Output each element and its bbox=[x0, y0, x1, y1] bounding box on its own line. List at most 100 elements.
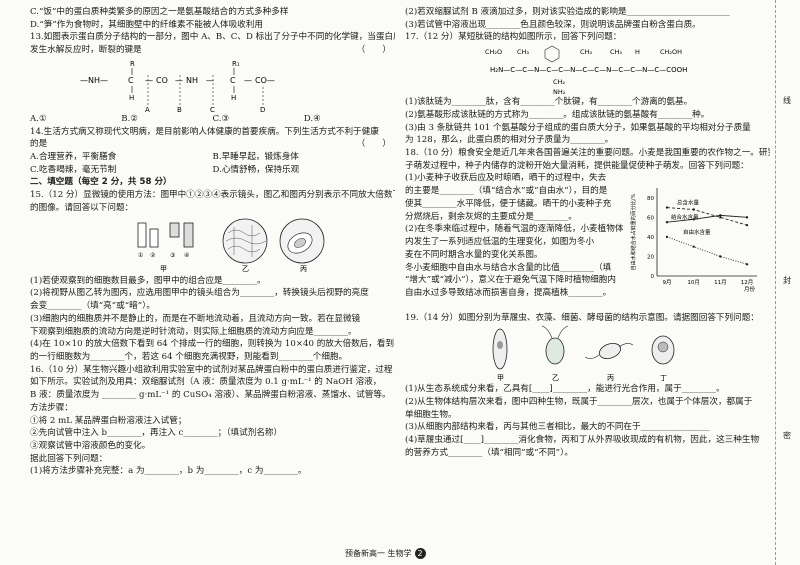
q18-sub1c: 使其________水平降低，便于储藏。晒干的小麦种子充 bbox=[405, 198, 612, 209]
lens-3-label: ③ bbox=[170, 252, 175, 259]
q15-sub2: (2)将视野从图乙转为图丙，应选用图甲中的镜头组合为________，转换镜头后… bbox=[30, 288, 369, 299]
q15-sub3b: 下观察到细胞质的流动方向是逆时针流动，则实际上细胞质的流动方向应是_______… bbox=[30, 326, 357, 337]
q13-options: A.① B.② C.③ D.④ bbox=[30, 113, 395, 126]
margin-char-2: 封 bbox=[783, 276, 791, 285]
microorganism-figure-svg: 甲 乙 丙 丁 bbox=[492, 325, 675, 382]
formula-co2: CO— bbox=[255, 76, 275, 85]
q18-block: (1)小麦种子收获后应及时晾晒，晒干的过程中，失去 的主要是________（填… bbox=[405, 172, 770, 312]
q18-text: (1)小麦种子收获后应及时晾晒，晒干的过程中，失去 的主要是________（填… bbox=[405, 172, 625, 299]
q19-sub4: (4)草履虫通过[____]________消化食物，丙和丁从外界吸收现成的有机… bbox=[405, 435, 760, 446]
q18-sub2b: 内发生了一系列适应低温的生理变化，如图为冬小 bbox=[405, 237, 595, 248]
page-number: 2 bbox=[414, 548, 426, 559]
q14-option-c: C.吃香喝辣，毫无节制 bbox=[30, 164, 117, 175]
chart-point bbox=[719, 214, 722, 218]
q15-stem-2: 的图像。请回答以下问题： bbox=[30, 202, 134, 213]
q18-sub2c: 麦在不同时期含水量的变化关系图。 bbox=[405, 249, 543, 260]
chart-y-tick: 80 bbox=[647, 196, 654, 202]
right-column: (2)若双缩脲试剂 B 液滴加过多，则对该实验造成的影响是___________… bbox=[405, 6, 770, 460]
q16-line4: 方法步骤： bbox=[30, 402, 73, 413]
side-chain-8: CH₂OH bbox=[660, 48, 682, 56]
chart-series-line bbox=[666, 207, 748, 227]
q17-stem: 17.（12 分）某短肽链的结构如图所示，回答下列问题： bbox=[405, 32, 622, 43]
formula-r1: R₁ bbox=[232, 60, 240, 68]
lens-2-label: ② bbox=[150, 252, 156, 259]
q15-sub2b: 会变________（填“亮”或“暗”）。 bbox=[30, 301, 155, 312]
q16-line8: 据此回答下列问题： bbox=[30, 453, 108, 464]
peptide-chain-svg: CH₂O CH₃ CH₃ CH₃ H CH₂OH H₂N—C—C—N—C—C—N… bbox=[485, 45, 687, 96]
side-chain-7: H bbox=[635, 48, 640, 56]
side-chain-6: CH₂ bbox=[553, 78, 565, 86]
q17-sub3: (3)由 3 条肽链共 101 个氨基酸分子组成的蛋白质大分子，如果氨基酸的平均… bbox=[405, 122, 751, 133]
chart-point bbox=[719, 255, 722, 259]
svg-text:—: — bbox=[206, 76, 214, 85]
q16-line7: ③观察试管中溶液颜色的变化。 bbox=[30, 440, 151, 451]
q14-options-row1: A.合理营养，平衡膳食 B.早睡早起，锻炼身体 bbox=[30, 151, 395, 164]
peptide-formula-svg: R R₁ —NH— C — CO — NH — C — CO— H H bbox=[80, 60, 275, 114]
microscope-figure: ① ② ③ ④ 甲 乙 丙 bbox=[30, 215, 395, 275]
q13-stem: 13.如图表示蛋白质分子结构的一部分，图中 A、B、C、D 标出了分子中不同的化… bbox=[30, 32, 395, 43]
q17-sub2: (2)氨基酸形成该肽链的方式称为________。组成该肽链的氨基酸有_____… bbox=[405, 109, 710, 120]
chart-y-tick: 20 bbox=[647, 255, 654, 261]
formula-h1: H bbox=[129, 94, 134, 102]
q13-option-b: B.② bbox=[121, 113, 139, 124]
organism-label-bing: 丙 bbox=[607, 374, 614, 382]
chart-series-label: 自由水含量 bbox=[683, 228, 711, 236]
chart-point bbox=[719, 216, 722, 220]
q18-sub1b: 的主要是________（填“结合水”或“自由水”），目的是 bbox=[405, 186, 608, 197]
q16-line6: ②先向试管中注入 b________，再注入 c________；（填试剂名称） bbox=[30, 428, 283, 439]
q17-sub1: (1)该肽链为________肽，含有________个肽键，有________… bbox=[405, 97, 693, 108]
organism-label-ding: 丁 bbox=[660, 374, 667, 382]
q16-line2: 如下所示。实验试剂及用具：双缩脲试剂（A 液：质量浓度为 0.1 g·mL⁻¹ … bbox=[30, 377, 382, 388]
svg-text:—: — bbox=[145, 76, 153, 85]
q18-sub1d: 分燃烧后，剩余灰烬的主要成分是________。 bbox=[405, 211, 577, 222]
side-chain-4: CH₃ bbox=[580, 48, 592, 56]
q16-line3: B 液：质量浓度为 ________ g·mL⁻¹ 的 CuSO₄ 溶液）、某品… bbox=[30, 390, 391, 401]
chart-point bbox=[665, 236, 669, 239]
q13-stem-2: 发生水解反应时，断裂的键是（ ） bbox=[30, 45, 391, 56]
chart-y-tick: 40 bbox=[647, 235, 654, 241]
chart-point bbox=[692, 245, 695, 249]
chart-x-tick: 9月 bbox=[663, 279, 672, 286]
formula-label-d: D bbox=[260, 106, 265, 113]
q16-stem: 16.（10 分）某生物兴趣小组欲利用实验室中的试剂对某品牌蛋白粉中的蛋白质进行… bbox=[30, 364, 393, 375]
q16-sub3: (3)若试管中溶液出现________色且颜色较深，则说明该品牌蛋白粉含蛋白质。 bbox=[405, 19, 701, 30]
svg-text:—: — bbox=[244, 76, 252, 85]
q12-option-c: C.“饭”中的蛋白质种类繁多的原因之一是氨基酸结合的方式多种多样 bbox=[30, 7, 289, 17]
q19-stem: 19.（14 分）如图分别为草履虫、衣藻、细菌、酵母菌的结构示意图。请据图回答下… bbox=[405, 313, 759, 324]
q16-line9: (1)将方法步骤补充完整：a 为________，b 为________，c 为… bbox=[30, 466, 307, 477]
q19-sub1: (1)从生态系统成分来看，乙具有[____]________，能进行光合作用，属… bbox=[405, 384, 725, 395]
chart-series-line bbox=[666, 215, 748, 224]
q13-option-a: A.① bbox=[30, 113, 47, 124]
q19-sub2b: 单细胞生物。 bbox=[405, 409, 457, 420]
fig-label-yi: 乙 bbox=[242, 265, 249, 273]
chart-x-tick: 11月 bbox=[714, 279, 727, 286]
chart-point bbox=[745, 263, 749, 266]
q19-sub2: (2)从生物体结构层次来看，图中四种生物，既属于________层次，也属于个体… bbox=[405, 396, 753, 407]
q18-stem-2: 子萌发过程中，种子内储存的淀粉开始大量消耗，提供能量促使种子萌发。回答下列问题： bbox=[405, 160, 749, 171]
svg-text:H₂N—C—C—N—C—C—N—C—C—N—C—C—N—C—: H₂N—C—C—N—C—C—N—C—C—N—C—C—N—C—COOH bbox=[490, 66, 687, 74]
margin-char-3: 密 bbox=[783, 431, 791, 440]
chart-series-line bbox=[666, 236, 748, 266]
chart-y-tick: 60 bbox=[647, 216, 654, 222]
section-heading: 二、填空题（每空 2 分，共 58 分） bbox=[30, 177, 172, 188]
formula-c2: C bbox=[230, 76, 236, 85]
left-column: C.“饭”中的蛋白质种类繁多的原因之一是氨基酸结合的方式多种多样 D.“笋”作为… bbox=[30, 6, 395, 478]
formula-label-b: B bbox=[177, 106, 182, 113]
chart-series-label: 结合水含量 bbox=[671, 214, 699, 222]
formula-r: R bbox=[130, 60, 135, 68]
q14-option-a: A.合理营养，平衡膳食 bbox=[30, 152, 117, 163]
binding-margin: 线 封 密 bbox=[775, 0, 800, 565]
q18-sub1: (1)小麦种子收获后应及时晾晒，晒干的过程中，失去 bbox=[405, 173, 607, 184]
q19-sub4b: 的营养方式________（填“相同”或“不同”）。 bbox=[405, 447, 573, 458]
formula-c1: C bbox=[128, 76, 134, 85]
q18-sub2f: 自由水过多导致结冰而损害自身，提高植株________。 bbox=[405, 287, 612, 298]
q15-sub1: (1)若使观察到的细胞数目最多，图甲中的组合应是________。 bbox=[30, 275, 266, 286]
formula-nh-left: —NH— bbox=[80, 76, 108, 85]
chart-point bbox=[745, 216, 749, 220]
side-chain-nh2: NH₂ bbox=[553, 88, 566, 96]
lens-1-label: ① bbox=[138, 252, 143, 259]
q14-option-b: B.早睡早起，锻炼身体 bbox=[212, 152, 299, 163]
q14-stem: 14.生活方式病又称现代文明病，是目前影响人体健康的首要疾病。下列生活方式不利于… bbox=[30, 126, 379, 137]
